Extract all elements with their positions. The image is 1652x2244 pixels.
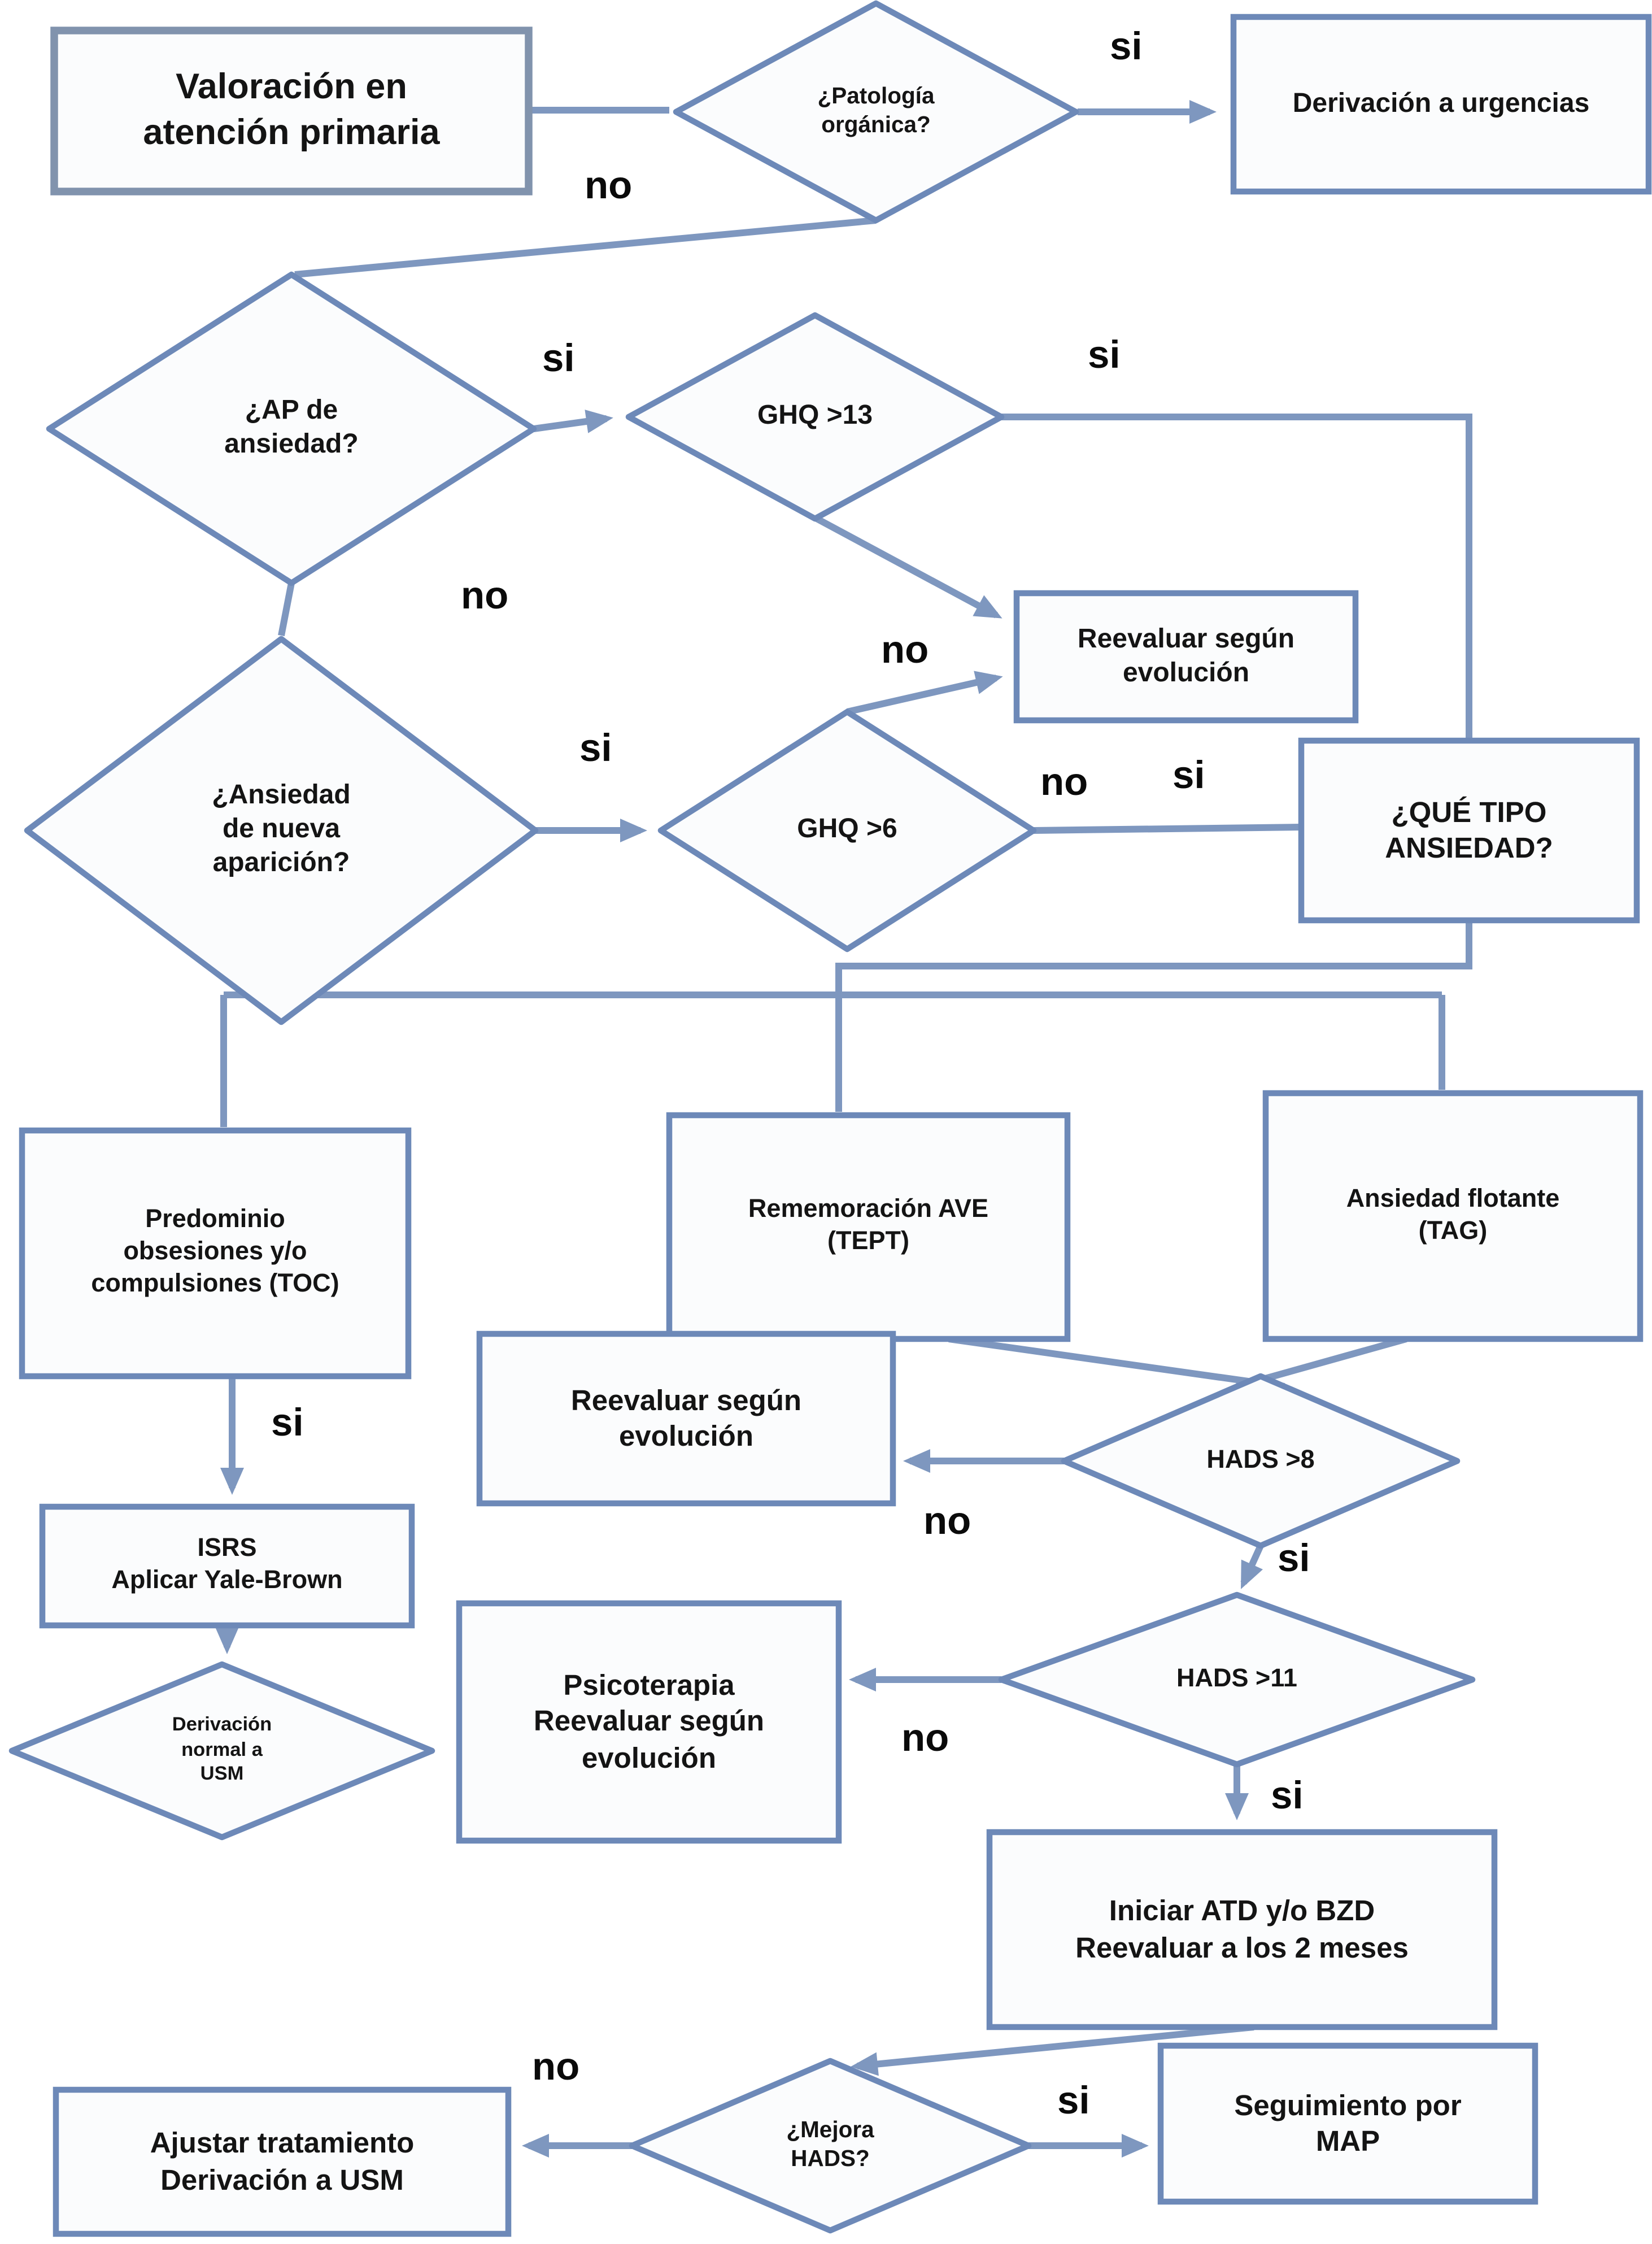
edge-label-ghq13-no: no xyxy=(881,627,929,671)
box-ajustar-tratamiento xyxy=(53,2086,512,2237)
box-psicoterapia xyxy=(456,1600,842,1844)
edge-label-mejora-si: si xyxy=(1057,2078,1090,2122)
connector-hads8-hads11-si xyxy=(1240,1544,1264,1589)
connector-quetipo-branch-stem xyxy=(835,920,1472,995)
edge-label-nueva-si: si xyxy=(579,725,612,769)
connector-tept-hads8 xyxy=(948,1336,1285,1390)
diamond-hads11 xyxy=(998,1591,1476,1768)
box-iniciar-atd xyxy=(986,1829,1498,2030)
box-isrs xyxy=(39,1503,415,1629)
box-reevaluar-2 xyxy=(476,1330,896,1507)
connector-iniciar-mejora xyxy=(851,2024,1254,2076)
edge-label-patologia-si: si xyxy=(1110,24,1143,68)
connector-patologia-ap-no xyxy=(294,217,877,278)
diamond-ansiedad-nueva-aparicion xyxy=(24,636,539,1025)
box-tept xyxy=(666,1112,1071,1342)
box-valoracion xyxy=(50,27,533,195)
box-reevaluar-1 xyxy=(1013,590,1359,724)
edge-label-toc-si: si xyxy=(271,1400,304,1444)
diamond-ap-ansiedad xyxy=(46,271,537,586)
diamond-hads8 xyxy=(1061,1373,1461,1549)
connector-ghq13-reevaluar1-no xyxy=(815,515,1002,619)
edge-label-ap-si: si xyxy=(542,336,575,380)
edge-label-ap-no: no xyxy=(461,573,509,617)
edge-label-ghq6-no: no xyxy=(1040,759,1088,803)
connector-ghq13-quetipo-si xyxy=(1001,414,1472,741)
diamond-mejora-hads xyxy=(629,2058,1032,2234)
diamond-patologia-organica xyxy=(673,0,1079,224)
box-derivacion-urgencias xyxy=(1230,14,1652,195)
edge-label-hads8-si: si xyxy=(1278,1536,1310,1580)
edge-label-hads11-no: no xyxy=(901,1715,949,1759)
diamond-ghq13 xyxy=(625,312,1005,522)
diamond-ghq6 xyxy=(657,708,1037,953)
connector-ap-ghq13-si xyxy=(533,410,613,433)
connector-ghq6-reevaluar1-no xyxy=(846,671,1003,715)
box-que-tipo-ansiedad xyxy=(1298,737,1640,924)
diamond-derivacion-normal-usm xyxy=(8,1661,435,1841)
box-seguimiento-map xyxy=(1157,2042,1538,2205)
edge-label-patologia-no: no xyxy=(585,163,633,207)
connector-ap-nueva-no xyxy=(278,582,295,637)
edge-label-mejora-no: no xyxy=(532,2044,580,2088)
edge-label-ghq13-si: si xyxy=(1088,332,1121,376)
connector-ghq6-quetipo-si xyxy=(1033,824,1302,834)
edge-label-hads8-no: no xyxy=(923,1498,971,1542)
edge-label-ghq6-si: si xyxy=(1172,753,1205,797)
edge-label-hads11-si: si xyxy=(1271,1773,1304,1817)
box-toc xyxy=(19,1127,412,1380)
box-tag xyxy=(1262,1090,1644,1342)
